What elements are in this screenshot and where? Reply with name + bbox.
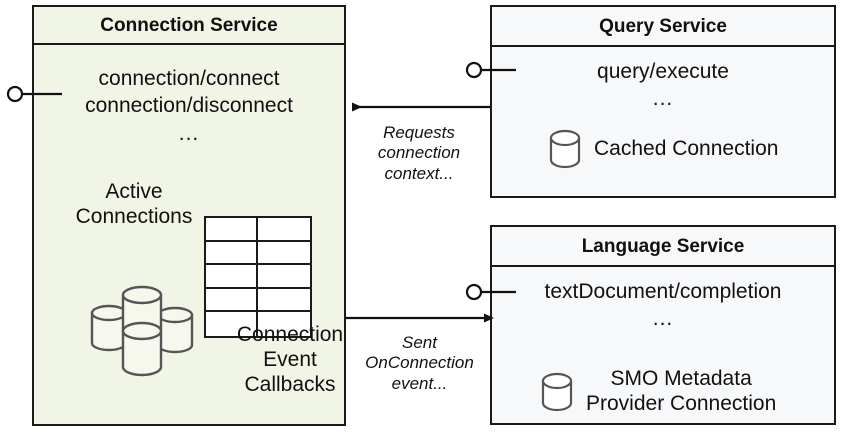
language-service-body: textDocument/completion ... SMO Metadata… (492, 267, 834, 423)
language-service-title: Language Service (492, 227, 834, 267)
query-service-title: Query Service (492, 7, 834, 47)
smo-metadata-label: SMO Metadata Provider Connection (586, 367, 776, 417)
table-cell (258, 312, 310, 336)
endpoint-ellipsis: ... (652, 307, 674, 331)
smo-metadata-label-line-1: SMO Metadata (610, 367, 752, 390)
table-cell (206, 218, 258, 242)
table-cell (258, 241, 310, 266)
endpoint-connection-disconnect: connection/disconnect (85, 94, 293, 118)
endpoint-textdocument-completion: textDocument/completion (544, 280, 782, 303)
active-connections-label-line-2: Connections (75, 204, 193, 228)
query-service-endpoint-list: query/execute ... (492, 58, 834, 113)
database-cluster-icon (90, 285, 194, 377)
edge-label-sent-onconnection-event: Sent OnConnection event... (352, 333, 487, 394)
active-connections-label-line-1: Active (105, 180, 163, 203)
edge-label-line-3: event... (391, 373, 448, 393)
table-grid-icon (204, 216, 312, 338)
edge-label-line-1: Sent (402, 333, 437, 352)
endpoint-ellipsis: ... (652, 87, 674, 111)
endpoint-connection-connect: connection/connect (98, 67, 280, 90)
callbacks-label-line-2: Event (263, 347, 317, 371)
edge-label-line-1: Requests (383, 123, 455, 142)
table-cell (258, 288, 310, 313)
smo-metadata-provider-artifact: SMO Metadata Provider Connection (540, 367, 776, 417)
table-cell (258, 265, 310, 289)
table-cell (206, 288, 258, 313)
connection-event-callbacks-label: Connection Event Callbacks (214, 323, 366, 397)
endpoint-query-execute: query/execute (597, 60, 729, 83)
connection-service-box[interactable]: Connection Service connection/connect co… (32, 5, 346, 426)
table-cell (206, 241, 258, 266)
edge-label-line-2: OnConnection (365, 353, 474, 373)
cached-connection-artifact: Cached Connection (548, 129, 778, 169)
database-cylinder-icon (541, 372, 573, 411)
edge-label-line-2: connection (377, 143, 461, 163)
database-cylinder-icon (549, 129, 581, 169)
callbacks-label-line-3: Callbacks (244, 372, 336, 396)
query-service-body: query/execute ... Cached Connection (492, 47, 834, 196)
smo-metadata-label-line-2: Provider Connection (586, 391, 777, 415)
connection-service-title: Connection Service (34, 7, 344, 45)
edge-label-line-3: context... (384, 163, 454, 183)
active-connections-label: Active Connections (48, 180, 220, 230)
callbacks-label-line-1: Connection (236, 323, 344, 346)
table-cell (258, 218, 310, 242)
endpoint-ellipsis: ... (178, 121, 200, 145)
query-service-box[interactable]: Query Service query/execute ... Cached C… (490, 5, 836, 198)
language-service-box[interactable]: Language Service textDocument/completion… (490, 225, 836, 425)
connection-service-endpoint-list: connection/connect connection/disconnect… (34, 65, 344, 147)
edge-label-requests-connection-context: Requests connection context... (355, 123, 483, 184)
table-cell (206, 312, 258, 336)
language-service-endpoint-list: textDocument/completion ... (492, 278, 834, 333)
cached-connection-label: Cached Connection (594, 136, 779, 160)
connection-service-body: connection/connect connection/disconnect… (34, 45, 344, 424)
table-cell (206, 265, 258, 289)
